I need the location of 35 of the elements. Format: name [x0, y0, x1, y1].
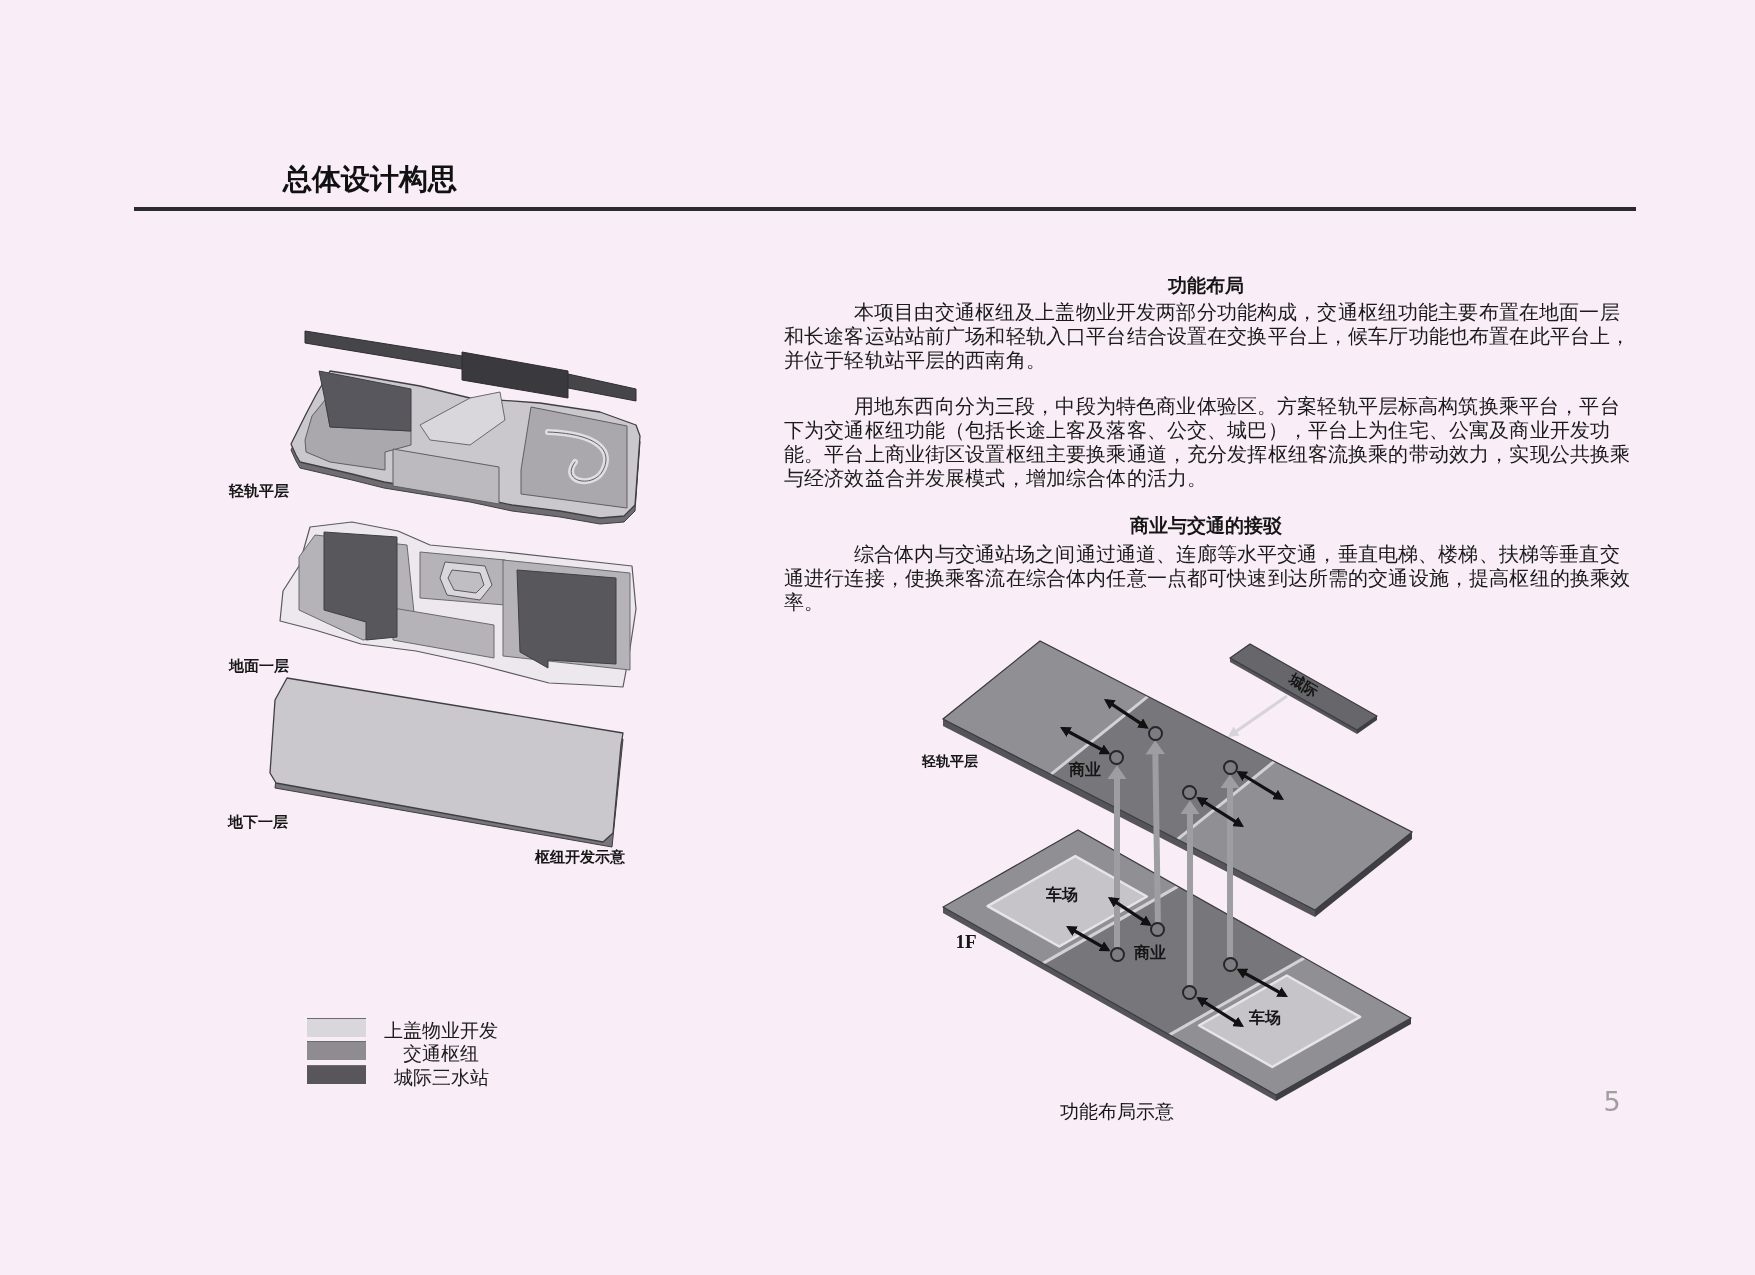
arrow [1103, 699, 1149, 729]
legend-label: 上盖物业开发 [384, 1020, 498, 1042]
arrow [1196, 796, 1244, 828]
section-heading: 功能布局 [1168, 275, 1244, 297]
arrow [1220, 774, 1240, 958]
arrow [1060, 727, 1111, 755]
floor-label: 地下一层 [228, 814, 288, 832]
floor-label: 轻轨平层 [229, 483, 289, 501]
arrow [1066, 926, 1111, 952]
slab-label: 城际 [1285, 671, 1321, 701]
section-heading: 商业与交通的接驳 [1130, 515, 1282, 537]
body-paragraph: 用地东西向分为三段，中段为特色商业体验区。方案轻轨平层标高构筑换乘平台，平台下为交通枢纽功能（包括长途上客及落客、公交、城巴），平台上为住宅、公寓及商业开发功能。平台上商业街区设置枢纽主要换乘通道，充分发挥枢纽客流换乘的带动效力，实现公共换乘与经济效益合并发展模式，增加综合体的活力。 [784, 394, 1632, 490]
page-title: 总体设计构思 [283, 163, 457, 197]
figure-caption: 枢纽开发示意 [535, 849, 625, 867]
arrow [1196, 996, 1244, 1028]
arrow [1107, 897, 1152, 926]
figure-caption: 功能布局示意 [1060, 1101, 1174, 1123]
level-label: 轻轨平层 [922, 752, 978, 770]
arrow [1236, 770, 1284, 800]
level-label: 1F [955, 931, 977, 953]
arrow [1180, 800, 1200, 986]
floor-label: 地面一层 [229, 658, 289, 676]
arrow [1236, 968, 1288, 997]
zone-label: 车场 [1046, 885, 1078, 905]
body-paragraph: 综合体内与交通站场之间通过通道、连廊等水平交通，垂直电梯、楼梯、扶梯等垂直交通进行连接，使换乘客流在综合体内任意一点都可快速到达所需的交通设施，提高枢纽的换乘效率。 [784, 542, 1632, 614]
zone-label: 车场 [1249, 1008, 1281, 1028]
legend-label: 城际三水站 [393, 1067, 489, 1089]
arrow [1145, 740, 1166, 923]
arrow [1228, 694, 1288, 738]
page-number: 5 [1603, 1086, 1621, 1118]
legend-label: 交通枢纽 [403, 1043, 479, 1065]
body-paragraph: 本项目由交通枢纽及上盖物业开发两部分功能构成，交通枢纽功能主要布置在地面一层和长途客运站站前广场和轻轨入口平台结合设置在交换平台上，候车厅功能也布置在此平台上，并位于轻轨站平层的西南角。 [784, 300, 1632, 372]
zone-label: 商业 [1069, 760, 1101, 780]
arrow [1107, 765, 1127, 948]
zone-label: 商业 [1134, 943, 1166, 963]
